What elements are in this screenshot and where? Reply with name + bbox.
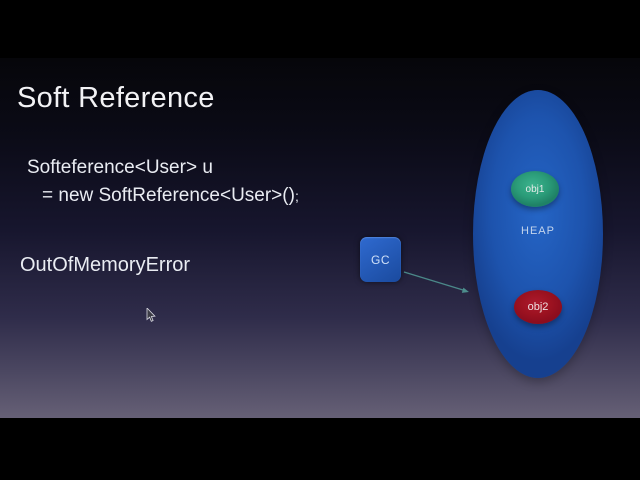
obj2-ellipse: obj2 — [514, 290, 562, 324]
letterbox-bottom — [0, 418, 640, 480]
obj2-label: obj2 — [527, 301, 549, 313]
code-line-1: Softeference<User> u — [27, 157, 213, 178]
heap-label: HEAP — [521, 225, 555, 237]
code-line-2-main: = new SoftReference<User>() — [42, 185, 295, 206]
letterbox-top — [0, 0, 640, 58]
heap-ellipse: obj1 HEAP obj2 — [473, 90, 603, 378]
out-of-memory-error-label: OutOfMemoryError — [20, 254, 191, 276]
obj1-ellipse: obj1 — [511, 171, 559, 207]
gc-box: GC — [360, 237, 401, 282]
slide: Soft Reference Softeference<User> u = ne… — [0, 58, 640, 418]
code-line-2-semicolon: ; — [294, 188, 299, 204]
mouse-cursor-icon — [146, 308, 156, 322]
code-line-2: = new SoftReference<User>(); — [42, 185, 299, 207]
obj1-label: obj1 — [525, 183, 545, 195]
slide-title: Soft Reference — [17, 82, 215, 114]
gc-label: GC — [371, 252, 390, 267]
